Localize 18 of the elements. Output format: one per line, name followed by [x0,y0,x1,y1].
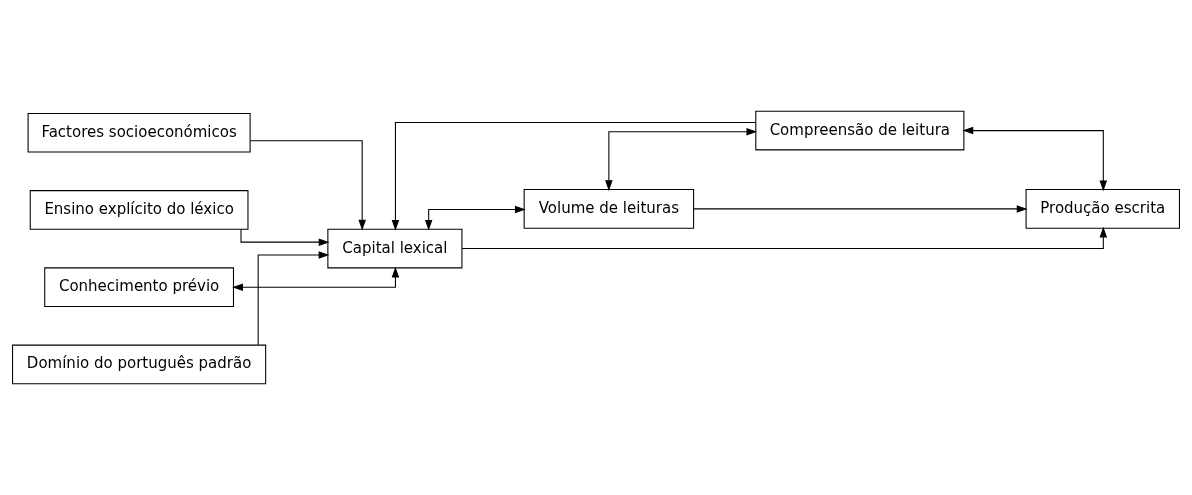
node-box: Domínio do português padrão [12,344,267,385]
arrow [605,127,758,192]
arrow [240,228,330,246]
arrow [962,126,1108,192]
node-box: Volume de leituras [523,189,695,229]
arrow [693,205,1028,213]
node-box: Conhecimento prévio [44,267,235,308]
node-box: Capital lexical [327,228,463,269]
node-box: Factores socioeconómicos [27,112,251,153]
arrow [391,122,757,231]
node-box: Produção escrita [1025,189,1180,229]
node-box: Compreensão de leitura [755,110,965,151]
arrow [257,251,330,346]
arrow [461,226,1108,250]
arrow [232,266,400,291]
arrow [424,205,526,231]
node-box: Ensino explícito do léxico [29,190,249,230]
arrow [249,140,366,231]
